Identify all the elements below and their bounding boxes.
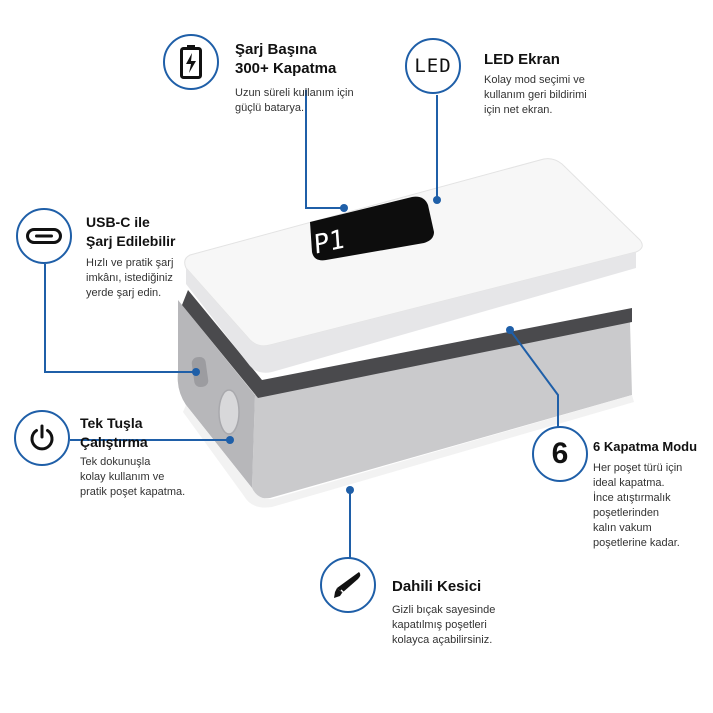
modes-ring: 6 — [532, 426, 588, 482]
power-button[interactable] — [218, 389, 240, 435]
connector-modes — [509, 329, 559, 428]
cutter-desc: Gizli bıçak sayesinde kapatılmış poşetle… — [392, 604, 496, 646]
led-ring: LED — [405, 38, 461, 94]
dot-led — [433, 196, 441, 204]
battery-ring — [163, 34, 219, 90]
button-title: Tek Tuşla Çalıştırma — [80, 415, 148, 450]
dot-battery — [340, 204, 348, 212]
knife-icon — [334, 572, 361, 598]
button-ring — [14, 410, 70, 466]
modes-desc: Her poşet türü için ideal kapatma. İnce … — [593, 462, 683, 549]
dot-button — [226, 436, 234, 444]
led-desc: Kolay mod seçimi ve kullanım geri bildir… — [484, 74, 587, 116]
cutter-title: Dahili Kesici — [392, 578, 482, 595]
battery-desc: Uzun süreli kullanım için güçlü batarya. — [235, 87, 354, 114]
usbc-desc: Hızlı ve pratik şarj imkânı, istediğiniz… — [86, 257, 174, 299]
led-display — [310, 196, 434, 261]
usbc-ring — [16, 208, 72, 264]
cutter-ring — [320, 557, 376, 613]
led-display-text: P1 — [313, 224, 346, 261]
dot-usbc — [192, 368, 200, 376]
dot-cutter — [346, 486, 354, 494]
led-title: LED Ekran — [484, 51, 560, 68]
usb-c-port-icon — [26, 228, 62, 244]
battery-title: Şarj Başına 300+ Kapatma — [235, 41, 337, 77]
device-body-side — [177, 300, 255, 488]
modes-icon-text: 6 — [551, 437, 569, 470]
dot-modes — [506, 326, 514, 334]
connector-battery — [305, 90, 344, 209]
power-icon — [30, 424, 54, 451]
led-icon-text: LED — [414, 55, 452, 77]
modes-title: 6 Kapatma Modu — [593, 439, 698, 454]
battery-icon — [180, 45, 202, 79]
device-lid-edge — [186, 252, 636, 373]
connector-usbc — [44, 264, 196, 373]
usbc-title: USB-C ile Şarj Edilebilir — [86, 214, 176, 249]
button-desc: Tek dokunuşla kolay kullanım ve pratik p… — [80, 456, 186, 498]
